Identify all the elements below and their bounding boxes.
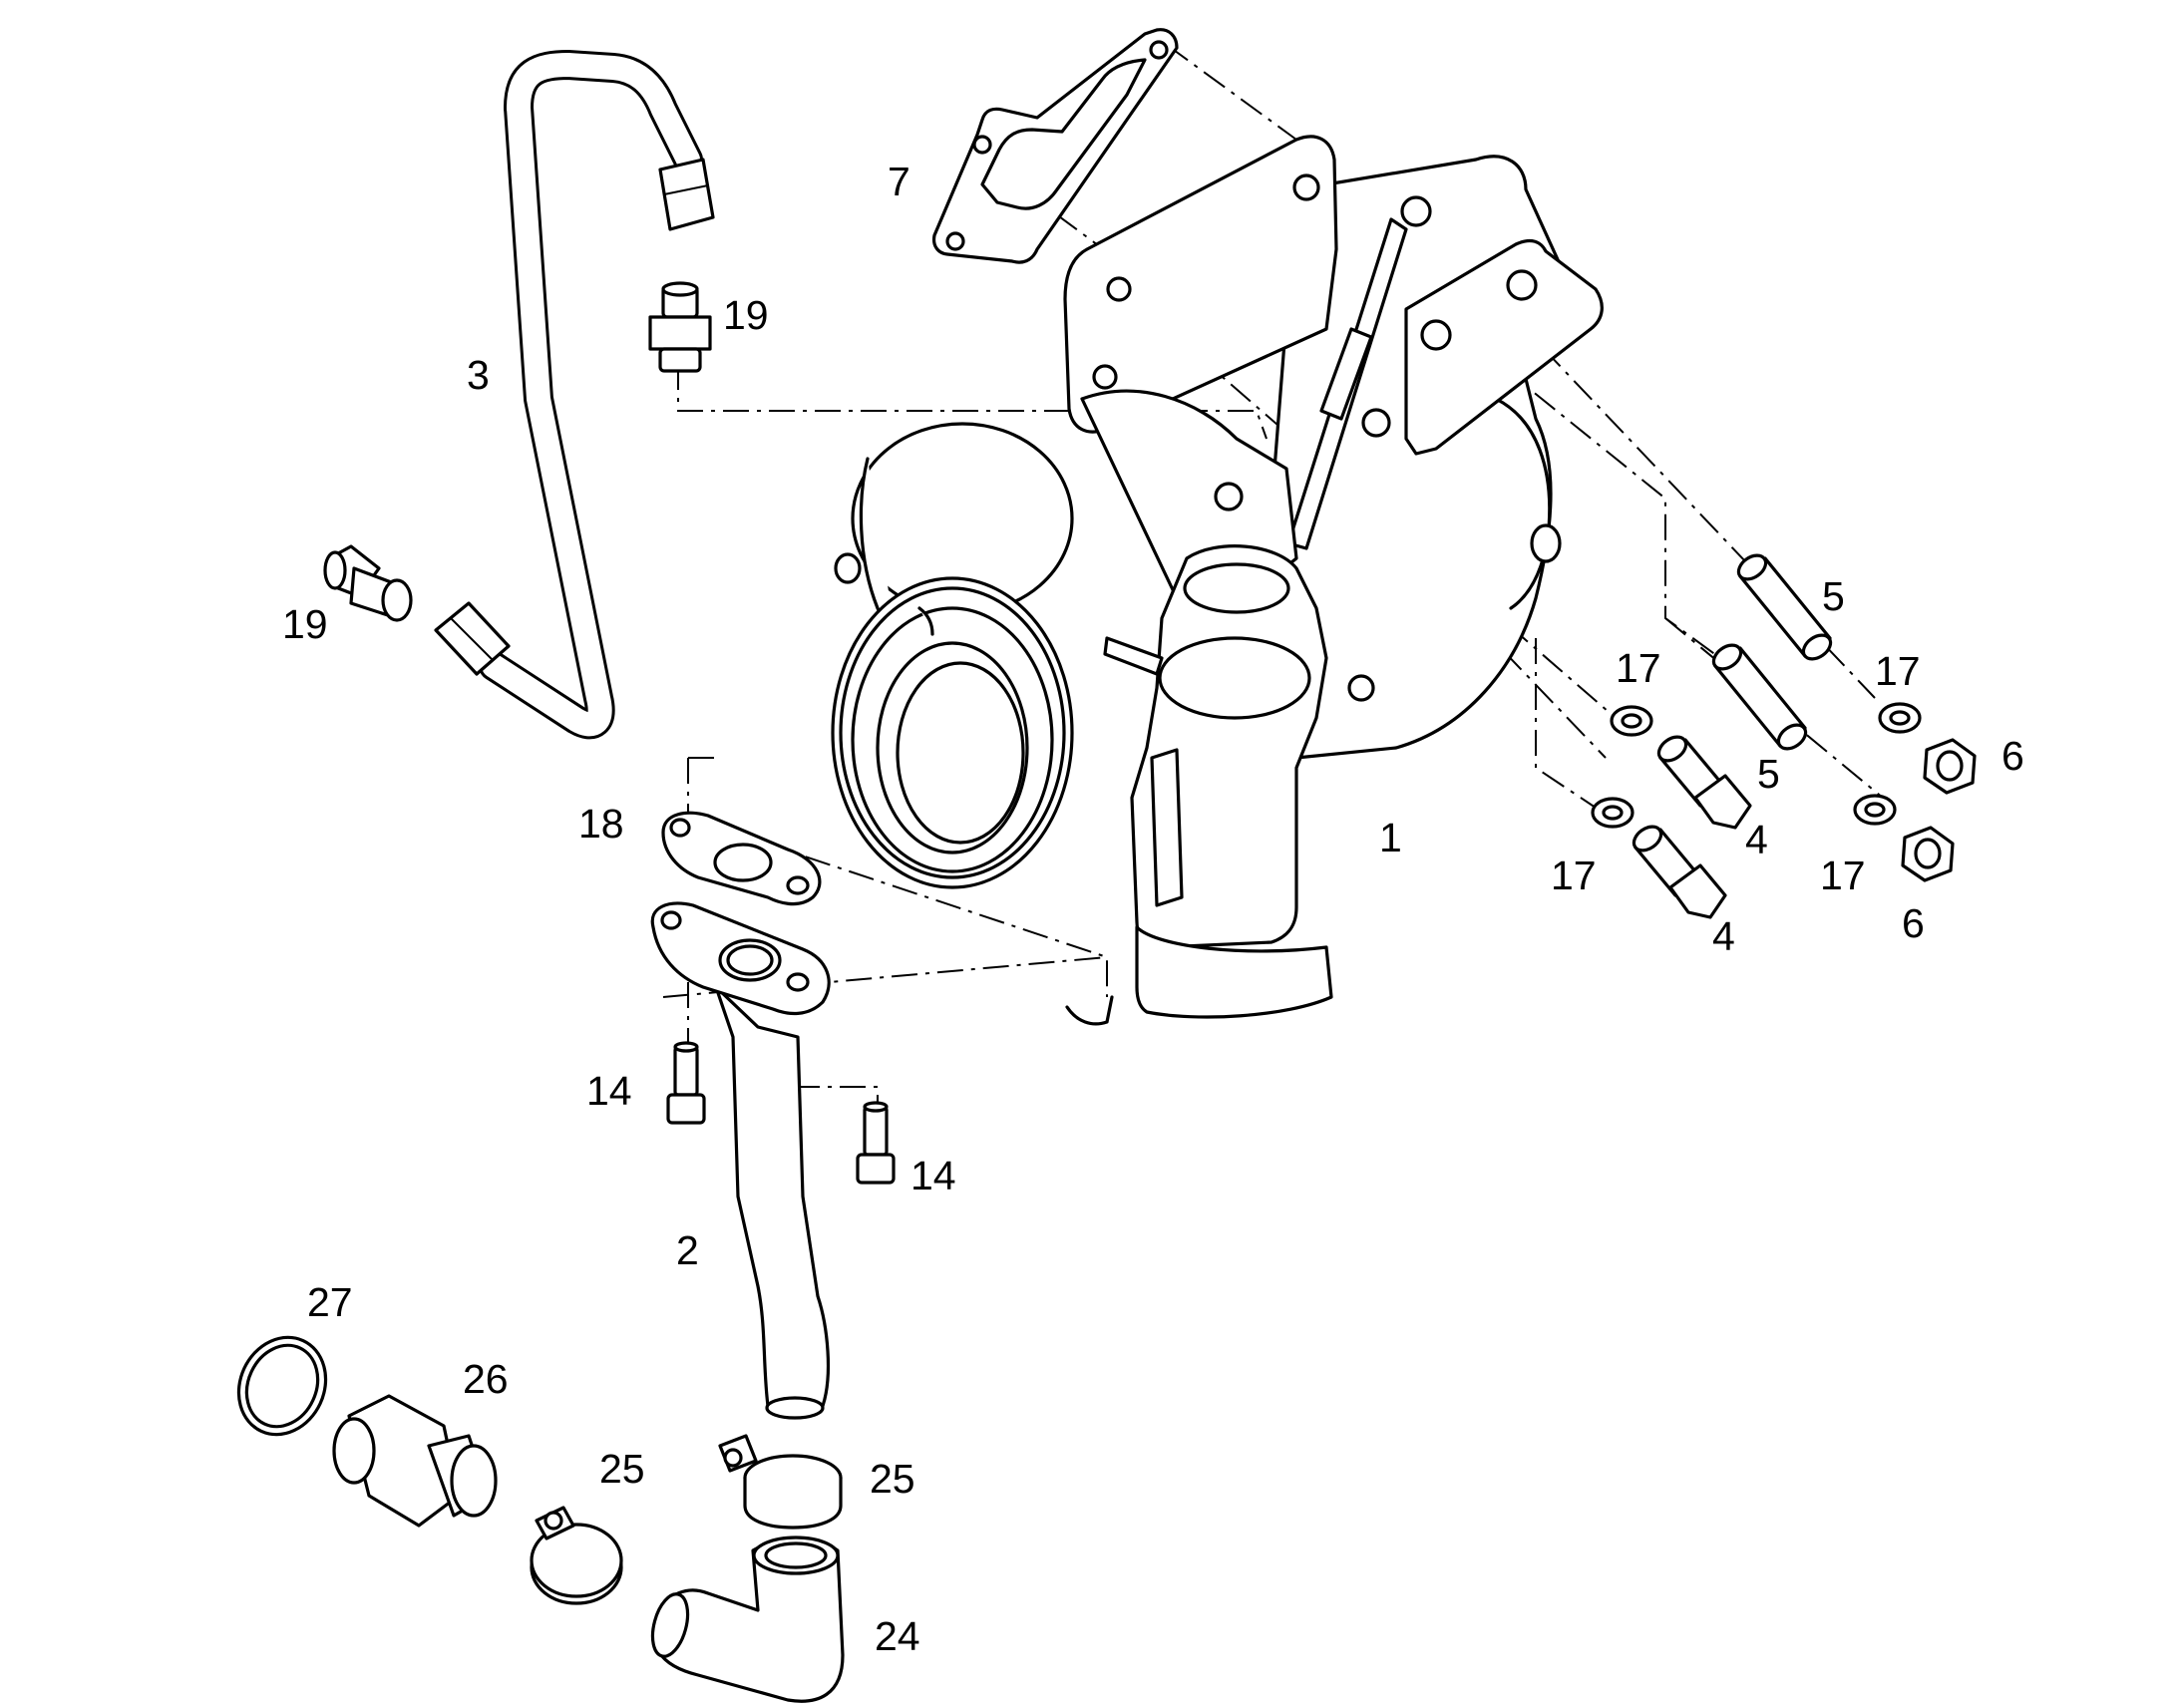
stud-upper [1736, 553, 1833, 661]
callout-5-lower: 5 [1757, 751, 1780, 797]
pipe-nut-upper [658, 158, 715, 231]
callout-19-upper: 19 [723, 292, 769, 338]
callout-14-right: 14 [910, 1153, 956, 1198]
callout-4-lower: 4 [1712, 913, 1735, 959]
adapter-fitting-upper [648, 281, 712, 373]
hose-clamp-right [718, 1434, 843, 1530]
oil-drain-gasket [661, 811, 822, 906]
pipe-nut-lower [434, 601, 511, 676]
callout-18: 18 [578, 801, 624, 847]
callout-17-d: 17 [1820, 853, 1866, 898]
washer-2 [1591, 797, 1635, 829]
seal-ring [236, 1335, 328, 1437]
callout-25-left: 25 [599, 1446, 645, 1492]
exhaust-flange-gasket [931, 28, 1179, 264]
callout-19-left: 19 [282, 601, 328, 647]
flange-bolt-lower [1632, 825, 1727, 919]
callout-7: 7 [888, 159, 910, 204]
callout-4-upper: 4 [1745, 817, 1768, 862]
callout-17-a: 17 [1616, 645, 1661, 691]
adapter-fitting-left [323, 544, 413, 622]
callout-24: 24 [875, 1613, 920, 1659]
callout-1: 1 [1379, 815, 1402, 860]
callout-26: 26 [463, 1356, 509, 1402]
washer-3 [1878, 702, 1922, 734]
hex-nut-upper [1923, 738, 1977, 795]
callout-25-right: 25 [870, 1456, 915, 1502]
drain-screw-left [666, 1041, 706, 1125]
callout-6-lower: 6 [1902, 900, 1925, 946]
oil-drain-tube [650, 901, 831, 1420]
flange-bolt-upper [1656, 735, 1752, 830]
callout-labels: 1 2 3 4 4 5 5 6 6 7 14 14 17 17 17 17 18… [282, 159, 2024, 1659]
drain-screw-right [856, 1101, 896, 1185]
hex-nut-lower [1901, 826, 1955, 882]
stud-lower [1711, 643, 1808, 751]
callout-3: 3 [467, 352, 490, 398]
callout-17-b: 17 [1875, 648, 1921, 694]
oil-feed-pipe [434, 49, 715, 740]
hose-adapter [332, 1394, 498, 1528]
callout-6-upper: 6 [2001, 733, 2024, 779]
callout-5-upper: 5 [1822, 573, 1845, 619]
callout-14-left: 14 [586, 1068, 632, 1114]
callout-17-c: 17 [1551, 853, 1597, 898]
washer-1 [1610, 705, 1653, 737]
hose-clamp-left [530, 1506, 623, 1605]
callout-2: 2 [676, 1227, 699, 1273]
elbow-hose [650, 1536, 845, 1703]
washer-4 [1853, 794, 1897, 826]
callout-27: 27 [307, 1279, 353, 1325]
turbocharger [831, 135, 1604, 1026]
